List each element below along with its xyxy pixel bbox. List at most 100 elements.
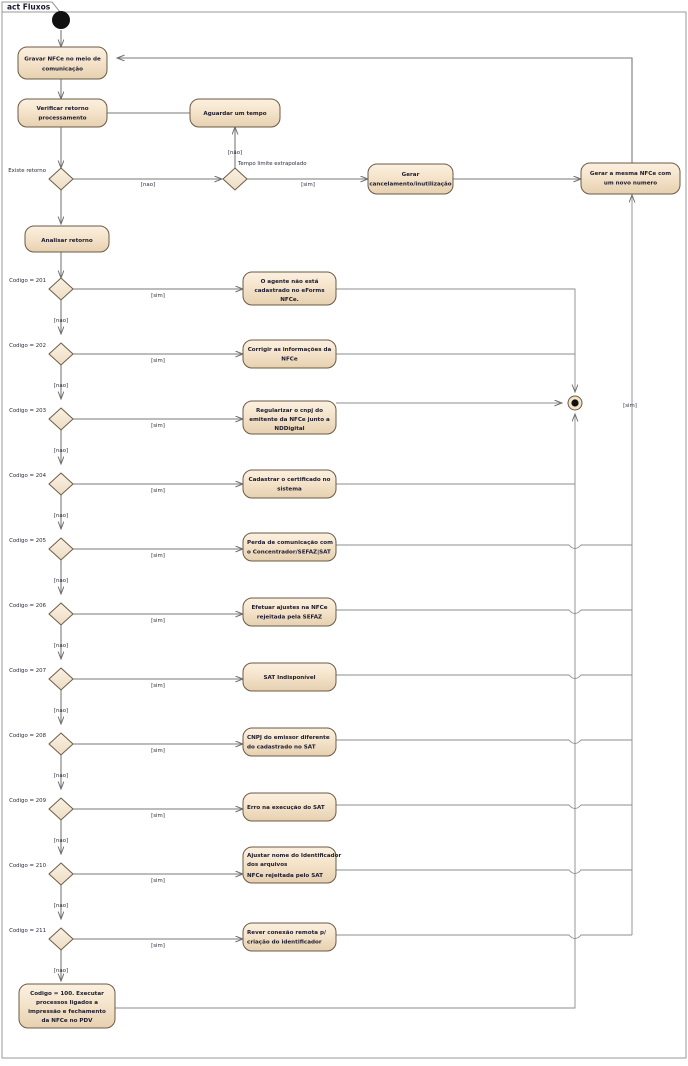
action-aguardar-um-tempo-label: Aguardar um tempo xyxy=(203,111,266,117)
action-codigo-202-line2: NFCe xyxy=(281,357,298,363)
guard-202-nao: [nao] xyxy=(54,383,68,389)
decision-codigo-206-label: Codigo = 206 xyxy=(9,603,47,609)
action-codigo-203-line3: NDDigital xyxy=(274,426,304,432)
action-codigo-206-line1: Efetuar ajustes na NFCe xyxy=(251,605,327,611)
guard-207-nao: [nao] xyxy=(54,708,68,714)
action-codigo-207-line1: SAT Indisponível xyxy=(263,674,315,681)
decision-codigo-202[interactable] xyxy=(48,342,74,366)
decision-codigo-210[interactable] xyxy=(48,862,74,886)
action-codigo-100[interactable]: Codigo = 100. Executar processos ligados… xyxy=(18,983,116,1029)
action-codigo-206-line2: rejeitada pela SEFAZ xyxy=(257,615,322,621)
action-codigo-211-line2: criação do identificador xyxy=(247,940,322,946)
action-codigo-202-line1: Corrigir as informações da xyxy=(248,347,332,353)
guard-208-nao: [nao] xyxy=(54,773,68,779)
guard-205-sim: [sim] xyxy=(151,553,165,559)
action-codigo-201-line1: O agente não está xyxy=(261,278,319,285)
guard-207-sim: [sim] xyxy=(151,683,165,689)
action-codigo-202[interactable]: Corrigir as informações da NFCe xyxy=(242,339,337,369)
decision-codigo-204[interactable] xyxy=(48,472,74,496)
action-analisar-retorno[interactable]: Analisar retorno xyxy=(24,225,110,253)
guard-tempo-limite-nao: [não] xyxy=(228,150,242,156)
decision-codigo-211[interactable] xyxy=(48,927,74,951)
decision-codigo-202-label: Codigo = 202 xyxy=(9,343,46,349)
decision-tempo-limite[interactable] xyxy=(222,167,248,191)
decision-codigo-211-label: Codigo = 211 xyxy=(9,928,46,934)
action-codigo-208-line2: do cadastrado no SAT xyxy=(247,745,316,751)
guard-208-sim: [sim] xyxy=(151,748,165,754)
guard-right-return-sim: [sim] xyxy=(623,403,637,409)
decision-existe-retorno[interactable] xyxy=(48,167,74,191)
activity-final-node xyxy=(567,395,583,411)
guard-existe-retorno-nao: [nao] xyxy=(141,182,155,188)
action-codigo-205[interactable]: Perda de comunicação com o Concentrador/… xyxy=(242,532,337,562)
decision-tempo-limite-label: Tempo limite extrapolado xyxy=(237,161,307,167)
action-codigo-204[interactable]: Cadastrar o certificado no sistema xyxy=(242,469,337,499)
action-codigo-204-line2: sistema xyxy=(277,487,302,493)
action-codigo-209-line1: Erro na execução do SAT xyxy=(247,805,325,811)
action-analisar-retorno-label: Analisar retorno xyxy=(41,238,93,244)
action-gerar-cancelamento[interactable]: Gerar cancelamento/inutilização xyxy=(367,163,454,195)
decision-codigo-207[interactable] xyxy=(48,667,74,691)
action-codigo-201[interactable]: O agente não está cadastrado no eForms N… xyxy=(242,271,337,306)
decision-codigo-203[interactable] xyxy=(48,407,74,431)
guard-209-sim: [sim] xyxy=(151,813,165,819)
decision-codigo-209-label: Codigo = 209 xyxy=(9,798,47,804)
action-codigo-201-line2: cadastrado no eForms xyxy=(254,288,325,294)
action-aguardar-um-tempo[interactable]: Aguardar um tempo xyxy=(189,98,281,128)
action-gerar-mesma-nfce[interactable]: Gerar a mesma NFCe com um novo numero xyxy=(580,162,681,195)
decision-codigo-208[interactable] xyxy=(48,732,74,756)
guard-201-sim: [sim] xyxy=(151,293,165,299)
action-codigo-206[interactable]: Efetuar ajustes na NFCe rejeitada pela S… xyxy=(242,597,337,627)
guard-204-sim: [sim] xyxy=(151,488,165,494)
decision-codigo-209[interactable] xyxy=(48,797,74,821)
action-codigo-100-line4: da NFCe no PDV xyxy=(42,1018,94,1024)
action-verificar-retorno[interactable]: Verificar retorno processamento xyxy=(17,98,108,128)
guard-204-nao: [nao] xyxy=(54,513,68,519)
action-gerar-cancelamento-line2: cancelamento/inutilização xyxy=(369,182,451,188)
action-codigo-210[interactable]: Ajustar nome do Identificador dos arquiv… xyxy=(242,846,341,884)
guard-211-sim: [sim] xyxy=(151,943,165,949)
guard-210-nao: [nao] xyxy=(54,903,68,909)
decision-existe-retorno-label: Existe retorno xyxy=(8,168,46,174)
action-codigo-205-line2: o Concentrador/SEFAZ|SAT xyxy=(247,550,331,556)
action-codigo-207[interactable]: SAT Indisponível xyxy=(242,662,337,692)
decision-codigo-205[interactable] xyxy=(48,537,74,561)
action-gravar-nfce-line2: comunicação xyxy=(42,67,83,73)
action-codigo-201-line3: NFCe. xyxy=(280,297,299,303)
decision-codigo-201-label: Codigo = 201 xyxy=(9,278,46,284)
initial-node xyxy=(52,11,70,29)
action-codigo-210-line2: dos arquivos xyxy=(247,862,288,868)
guard-209-nao: [nao] xyxy=(54,838,68,844)
action-codigo-208[interactable]: CNPJ do emissor diferente do cadastrado … xyxy=(242,727,337,757)
edges-layer xyxy=(61,30,632,1009)
action-codigo-209[interactable]: Erro na execução do SAT xyxy=(242,792,337,822)
decision-codigo-203-label: Codigo = 203 xyxy=(9,408,46,414)
action-codigo-210-line1: Ajustar nome do Identificador xyxy=(247,853,341,859)
guard-203-nao: [nao] xyxy=(54,448,68,454)
guard-211-nao: [nao] xyxy=(54,968,68,974)
action-gravar-nfce[interactable]: Gravar NFCe no meio de comunicação xyxy=(17,46,108,80)
action-codigo-100-line2: processos ligados a xyxy=(36,1000,98,1006)
action-gerar-mesma-nfce-line2: um novo numero xyxy=(604,181,657,187)
guard-205-nao: [nao] xyxy=(54,578,68,584)
action-codigo-203-line2: emitente da NFCe junto a xyxy=(249,417,330,423)
action-codigo-203[interactable]: Regularizar o cnpj do emitente da NFCe j… xyxy=(242,400,337,435)
action-codigo-100-line1: Codigo = 100. Executar xyxy=(30,991,104,997)
guard-tempo-limite-sim: [sim] xyxy=(301,182,315,188)
action-codigo-100-line3: impressão e fechamento xyxy=(28,1009,106,1015)
diagram-title: act Fluxos xyxy=(7,3,51,12)
guard-210-sim: [sim] xyxy=(151,878,165,884)
decision-codigo-206[interactable] xyxy=(48,602,74,626)
decision-codigo-205-label: Codigo = 205 xyxy=(9,538,46,544)
action-codigo-211[interactable]: Rever conexão remota p/ criação do ident… xyxy=(242,922,337,952)
action-gerar-cancelamento-line1: Gerar xyxy=(402,172,420,178)
action-codigo-210-line3: NFCe rejeitada pelo SAT xyxy=(247,873,323,879)
action-verificar-retorno-line2: processamento xyxy=(38,116,86,122)
guard-202-sim: [sim] xyxy=(151,358,165,364)
decision-codigo-201[interactable] xyxy=(48,277,74,301)
guard-206-nao: [nao] xyxy=(54,643,68,649)
action-gravar-nfce-line1: Gravar NFCe no meio de xyxy=(24,57,101,63)
